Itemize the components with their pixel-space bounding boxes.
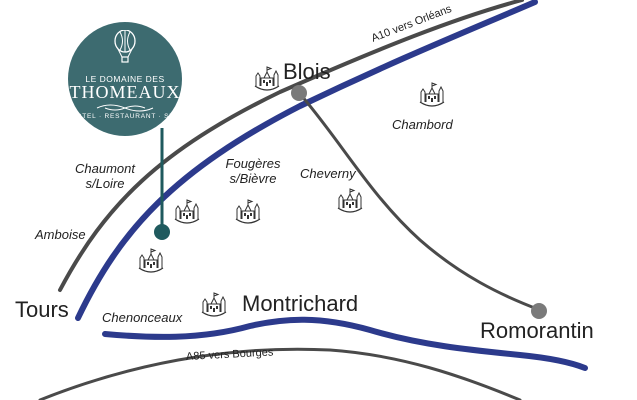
a10-road bbox=[58, 0, 524, 292]
castle-icon[interactable] bbox=[172, 197, 202, 227]
hotel-location-marker[interactable] bbox=[154, 224, 170, 240]
place-label-fougeres-line-2: s/Bièvre bbox=[229, 170, 277, 186]
city-label-tours[interactable]: Tours bbox=[15, 297, 69, 322]
place-label-fougeres-line-1: Fougères bbox=[225, 156, 281, 171]
a85-road bbox=[38, 347, 522, 400]
logo-line-3: HOTEL · RESTAURANT · SPA bbox=[70, 113, 180, 120]
place-label-chaumont-line-2: s/Loire bbox=[85, 175, 125, 191]
logo-line-1: LE DOMAINE DES bbox=[85, 74, 165, 84]
castle-icon[interactable] bbox=[233, 197, 263, 227]
castle-icon[interactable] bbox=[335, 186, 365, 216]
castle-icon[interactable] bbox=[417, 80, 447, 110]
place-label-chaumont[interactable]: Chaumont s/Loire bbox=[70, 161, 140, 192]
place-label-chambord[interactable]: Chambord bbox=[392, 117, 453, 132]
city-label-montrichard[interactable]: Montrichard bbox=[242, 291, 359, 316]
blois-city-dot[interactable] bbox=[291, 85, 307, 101]
romorantin-city-dot[interactable] bbox=[531, 303, 547, 319]
place-label-chaumont-line-1: Chaumont bbox=[75, 161, 135, 176]
city-label-romorantin[interactable]: Romorantin bbox=[480, 318, 594, 343]
road-blois-romorantin bbox=[298, 92, 542, 312]
hotel-logo-badge[interactable]: LE DOMAINE DES THOMEAUX HOTEL · RESTAURA… bbox=[68, 22, 182, 136]
castle-icon[interactable] bbox=[199, 290, 229, 320]
place-label-chenonceaux[interactable]: Chenonceaux bbox=[102, 310, 183, 325]
logo-ornament-icon bbox=[96, 104, 154, 112]
place-label-fougeres[interactable]: Fougères s/Bièvre bbox=[218, 156, 288, 187]
logo-line-2: THOMEAUX bbox=[69, 82, 181, 102]
loire-river bbox=[75, 0, 538, 321]
hot-air-balloon-icon bbox=[114, 30, 136, 63]
city-label-blois[interactable]: Blois bbox=[283, 59, 331, 84]
place-label-amboise[interactable]: Amboise bbox=[35, 227, 86, 242]
place-label-cheverny[interactable]: Cheverny bbox=[300, 166, 356, 181]
castle-icon[interactable] bbox=[252, 64, 282, 94]
cher-river bbox=[102, 316, 588, 371]
castle-icon[interactable] bbox=[136, 246, 166, 276]
